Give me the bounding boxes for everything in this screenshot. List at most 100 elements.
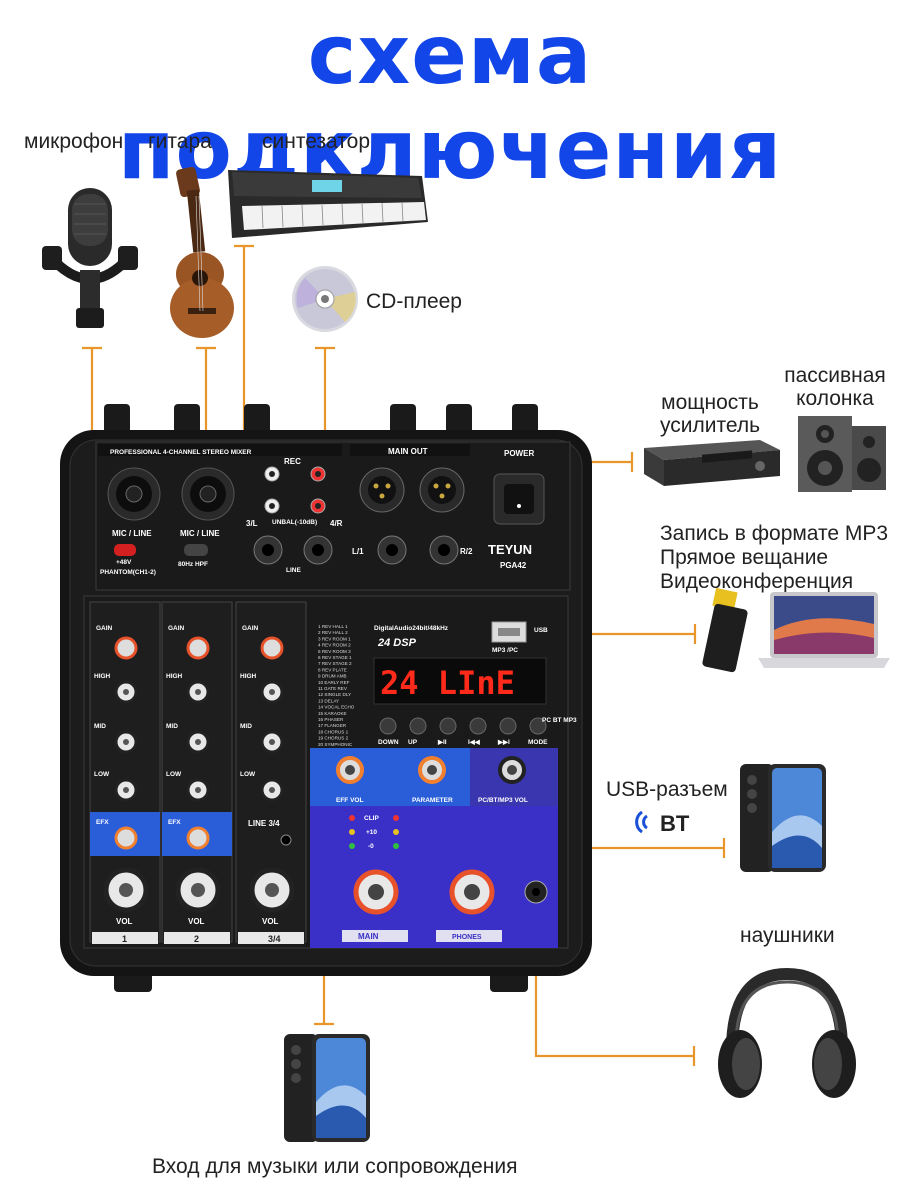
main-out-right-jack[interactable] [429, 535, 459, 565]
bluetooth-icon [632, 808, 660, 841]
effect-preset-item: 5 REV ROOM 3 [318, 649, 351, 654]
ch1-volume-knob-center [119, 883, 133, 897]
phantom-label: +48V [116, 559, 132, 566]
dsp-button-0[interactable] [379, 717, 397, 735]
phantom-ch-label: PHANTOM(CH1-2) [100, 569, 156, 576]
dsp-button-label-2: ▶II [437, 739, 447, 746]
ch1-high-label: HIGH [94, 673, 111, 680]
ch3l-label: 3/L [246, 519, 258, 528]
line-label: LINE [286, 567, 301, 574]
phones-jack[interactable] [524, 880, 548, 904]
zero-label: -0 [368, 843, 374, 850]
phones-volume-knob[interactable] [449, 869, 495, 915]
laptop-icon [758, 592, 890, 668]
guitar-icon [170, 166, 234, 338]
parameter-knob[interactable] [418, 756, 446, 784]
power-amp-label-line1: мощность [661, 391, 759, 414]
power-amp-label-line2: усилитель [660, 414, 761, 437]
passive-label-line2: колонка [796, 387, 874, 410]
ch34-vol-label: VOL [262, 917, 279, 926]
ch1-gain-knob[interactable] [114, 636, 138, 660]
effect-preset-item: 15 KARAOKE [318, 711, 347, 716]
parameter-label: PARAMETER [412, 797, 453, 804]
music-input-label: Вход для музыки или сопровождения [152, 1155, 518, 1178]
usb-drive-icon [702, 587, 748, 673]
ch34-volume-knob-center [265, 883, 279, 897]
ch1-low-knob-center [123, 787, 129, 793]
record-features-label: Запись в формате MP3 Прямое вещание Виде… [660, 522, 888, 594]
power-switch[interactable] [493, 473, 545, 525]
ch1-mid-label: MID [94, 723, 106, 730]
main-out-right-xlr[interactable] [419, 467, 465, 513]
record-line-2: Прямое вещание [660, 546, 829, 569]
l1-label: L/1 [352, 547, 364, 556]
eff-vol-label: EFF VOL [336, 797, 363, 804]
effect-preset-item: 9 DRUM AMB [318, 674, 347, 679]
main-volume-knob[interactable] [353, 869, 399, 915]
ch34-gain-label: GAIN [242, 625, 259, 632]
dsp-button-label-5: MODE [528, 739, 548, 746]
smartphone-input-icon [284, 1034, 370, 1142]
ch2-low-label: LOW [166, 771, 182, 778]
effect-preset-item: 16 PHASER [318, 717, 344, 722]
ch2-vol-label: VOL [188, 917, 205, 926]
power-amp-label: мощность усилитель [660, 391, 760, 437]
effect-preset-item: 8 REV PLATE [318, 667, 347, 672]
ch2-channel-number: 2 [194, 934, 199, 944]
synthesizer-icon [228, 170, 428, 238]
pc-bt-vol-knob[interactable] [498, 756, 526, 784]
guitar-label: гитара [148, 130, 212, 153]
passive-speaker-label: пассивная колонка [780, 364, 890, 410]
pc-vol-label: PC/BT/MP3 VOL [478, 797, 528, 804]
dsp-button-5[interactable] [529, 717, 547, 735]
unbal-label: UNBAL(-10dB) [272, 519, 317, 526]
line-3l-jack[interactable] [253, 535, 283, 565]
ch1-vol-label: VOL [116, 917, 133, 926]
mixer-device: PROFESSIONAL 4-CHANNEL STEREO MIXER MAIN… [60, 404, 592, 992]
ch2-efx-knob[interactable] [186, 826, 210, 850]
effect-preset-item: 19 CHORUS 2 [318, 736, 349, 741]
ch2-combo-jack[interactable] [181, 467, 235, 521]
ch2-volume-knob-center [191, 883, 205, 897]
ch34-gain-knob[interactable] [260, 636, 284, 660]
bt-label: BT [660, 811, 690, 836]
dsp-button-2[interactable] [439, 717, 457, 735]
line-4r-jack[interactable] [303, 535, 333, 565]
ch1-efx-knob[interactable] [114, 826, 138, 850]
effect-preset-item: 11 GATE REV [318, 686, 348, 691]
main-out-left-xlr[interactable] [359, 467, 405, 513]
ch4r-label: 4/R [330, 519, 343, 528]
dsp-button-3[interactable] [469, 717, 487, 735]
dsp-button-4[interactable] [499, 717, 517, 735]
dsp-button-1[interactable] [409, 717, 427, 735]
ch2-efx-label: EFX [168, 819, 181, 826]
ch34-high-knob-center [269, 689, 275, 695]
usb-small-label: USB [534, 627, 548, 634]
ch1-gain-label: GAIN [96, 625, 113, 632]
dsp-button-label-3: I◀◀ [468, 739, 481, 746]
main-out-left-jack[interactable] [377, 535, 407, 565]
ch2-mid-knob-center [195, 739, 201, 745]
ch34-channel-number: 3/4 [268, 934, 281, 944]
ch2-gain-label: GAIN [168, 625, 185, 632]
ch1-combo-jack[interactable] [107, 467, 161, 521]
effect-preset-item: 12 SINGLE DLY [318, 692, 351, 697]
ch34-mid-label: MID [240, 723, 252, 730]
lcd-text: 24 LInE [380, 664, 515, 702]
line34-aux-jack[interactable] [280, 834, 292, 846]
ch2-low-knob-center [195, 787, 201, 793]
effect-preset-item: 14 VOCAL ECHO [318, 705, 355, 710]
line34-label: LINE 3/4 [248, 819, 280, 828]
mp3pc-label: MP3 /PC [492, 647, 518, 654]
eff-vol-knob[interactable] [336, 756, 364, 784]
hpf-button[interactable] [184, 544, 208, 556]
ch2-high-label: HIGH [166, 673, 183, 680]
ch2-gain-knob[interactable] [186, 636, 210, 660]
phantom-button[interactable] [114, 544, 136, 556]
power-label: POWER [504, 449, 534, 458]
main-out-label: MAIN OUT [388, 447, 428, 456]
dsp-button-label-4: ▶▶I [497, 739, 510, 746]
ch2-mic-line: MIC / LINE [180, 529, 220, 538]
ch1-low-label: LOW [94, 771, 110, 778]
hpf-label: 80Hz HPF [178, 561, 208, 568]
